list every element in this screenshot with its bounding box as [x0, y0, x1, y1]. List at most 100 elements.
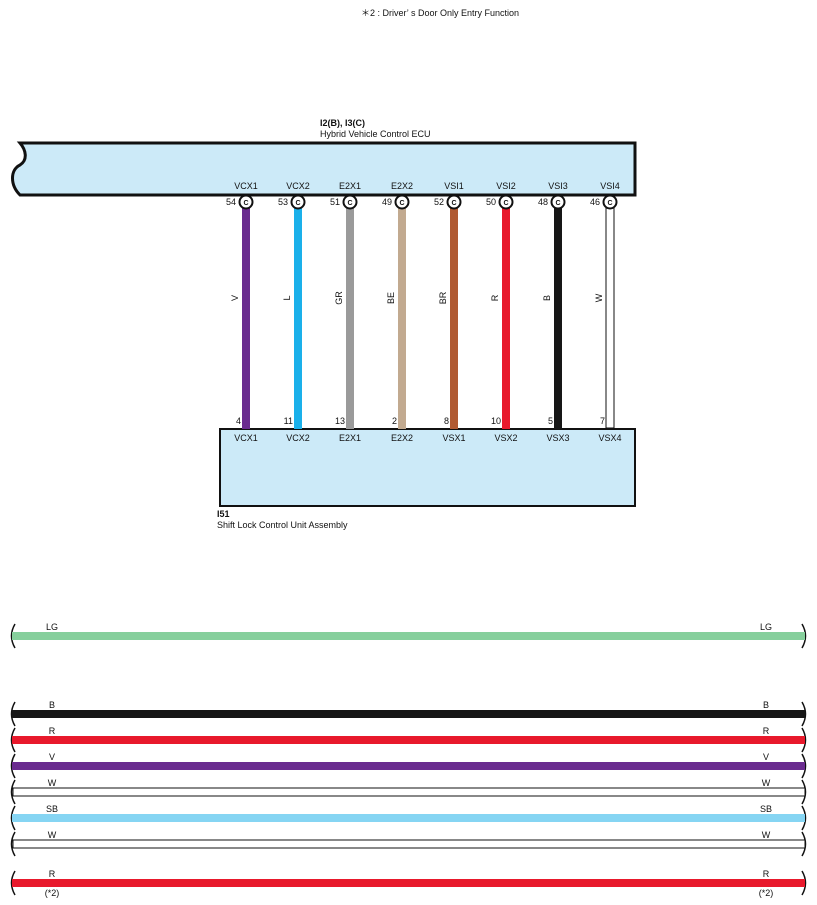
harness-code-left: W: [48, 830, 57, 840]
harness-code-right: SB: [760, 804, 772, 814]
harness-left-break: [10, 779, 16, 805]
ecu-pin-number: 52: [434, 197, 444, 207]
ecu-block: I2(B), I3(C) Hybrid Vehicle Control ECU: [11, 118, 637, 197]
unit-pin-number: 4: [236, 416, 241, 426]
harness-left-break: [10, 805, 16, 831]
harness-left-break: [10, 870, 16, 896]
ecu-pin-number: 48: [538, 197, 548, 207]
harness-code-right: R: [763, 726, 770, 736]
harness-code-left: LG: [46, 622, 58, 632]
wire-color-code: R: [490, 294, 500, 301]
unit-pin-number: 13: [335, 416, 345, 426]
harness-line-6: SB SB: [10, 804, 807, 831]
ecu-pin-number: 46: [590, 197, 600, 207]
harness-code-right: W: [762, 778, 771, 788]
harness-right-break: [801, 727, 807, 753]
harness-code-left: R: [49, 869, 56, 879]
connector-c-circle: [342, 194, 358, 210]
ecu-box: [11, 141, 637, 197]
wire-color-code: B: [542, 295, 552, 301]
harness-note-left: (*2): [45, 888, 60, 898]
footnote-label: ＊2 : Driver’ s Door Only Entry Function: [361, 8, 519, 18]
unit-pin-number: 7: [600, 416, 605, 426]
unit-box: [219, 428, 636, 507]
harness-left-break: [10, 623, 16, 649]
harness-code-left: SB: [46, 804, 58, 814]
harness-right-break: [801, 870, 807, 896]
ecu-pin-number: 54: [226, 197, 236, 207]
unit-pin-number: 10: [491, 416, 501, 426]
harness-right-break: [801, 623, 807, 649]
unit-pin-number: 5: [548, 416, 553, 426]
unit-terminal-signal: VSX3: [546, 433, 569, 443]
unit-terminal-signal: VCX1: [234, 433, 258, 443]
harness-line-8: R R (*2) (*2): [10, 869, 807, 898]
harness-wire: [12, 787, 806, 797]
connector-letter: C: [503, 200, 508, 207]
connector-letter: C: [399, 200, 404, 207]
harness-line-1: LG LG: [10, 622, 807, 649]
wire-color-code: L: [282, 295, 292, 300]
connector-letter: C: [347, 200, 352, 207]
harness-code-right: R: [763, 869, 770, 879]
connector-letter: C: [295, 200, 300, 207]
unit-name: Shift Lock Control Unit Assembly: [217, 520, 348, 530]
ecu-terminal-signal: VSI1: [444, 181, 464, 191]
ecu-terminal-signal: VCX1: [234, 181, 258, 191]
harness-right-break: [801, 753, 807, 779]
connector-c-circle: [394, 194, 410, 210]
harness-note-right: (*2): [759, 888, 774, 898]
wire-color-code: W: [594, 293, 604, 302]
unit-pin-number: 11: [284, 416, 293, 426]
connector-c-circle: [290, 194, 306, 210]
unit-terminal-signal: VSX4: [598, 433, 621, 443]
harness-code-left: V: [49, 752, 55, 762]
connector-letter: C: [555, 200, 560, 207]
harness-code-left: R: [49, 726, 56, 736]
ecu-pin-number: 50: [486, 197, 496, 207]
harness-left-break: [10, 753, 16, 779]
ecu-terminal-signal: VCX2: [286, 181, 310, 191]
harness-code-right: LG: [760, 622, 772, 632]
unit-terminal-signal: VCX2: [286, 433, 310, 443]
connector-c-circle: [498, 194, 514, 210]
harness-left-break: [10, 831, 16, 857]
unit-terminal-signal: VSX2: [494, 433, 517, 443]
connector-c-circle: [550, 194, 566, 210]
unit-pin-number: 8: [444, 416, 449, 426]
shift-lock-unit-block: I51 Shift Lock Control Unit Assembly: [217, 428, 636, 530]
connector-c-circle: [446, 194, 462, 210]
harness-code-left: W: [48, 778, 57, 788]
ecu-pin-number: 51: [330, 197, 340, 207]
ecu-terminal-signal: VSI4: [600, 181, 620, 191]
ecu-pin-number: 49: [382, 197, 392, 207]
ecu-name: Hybrid Vehicle Control ECU: [320, 129, 431, 139]
harness-right-break: [801, 805, 807, 831]
unit-terminal-signal: VSX1: [442, 433, 465, 443]
ecu-terminal-signal: E2X2: [391, 181, 413, 191]
harness-code-right: B: [763, 700, 769, 710]
harness-code-left: B: [49, 700, 55, 710]
wire-color-code: V: [230, 295, 240, 301]
harness-left-break: [10, 727, 16, 753]
unit-terminal-signal: E2X2: [391, 433, 413, 443]
harness-code-right: W: [762, 830, 771, 840]
ecu-terminal-signal: VSI3: [548, 181, 568, 191]
harness-right-break: [801, 701, 807, 727]
harness-left-break: [10, 701, 16, 727]
connector-c-circle: [238, 194, 254, 210]
ecu-terminal-signal: VSI2: [496, 181, 516, 191]
ecu-terminal-signal: E2X1: [339, 181, 361, 191]
wire-color-code: BR: [438, 291, 448, 304]
wire-color-code: BE: [386, 292, 396, 304]
